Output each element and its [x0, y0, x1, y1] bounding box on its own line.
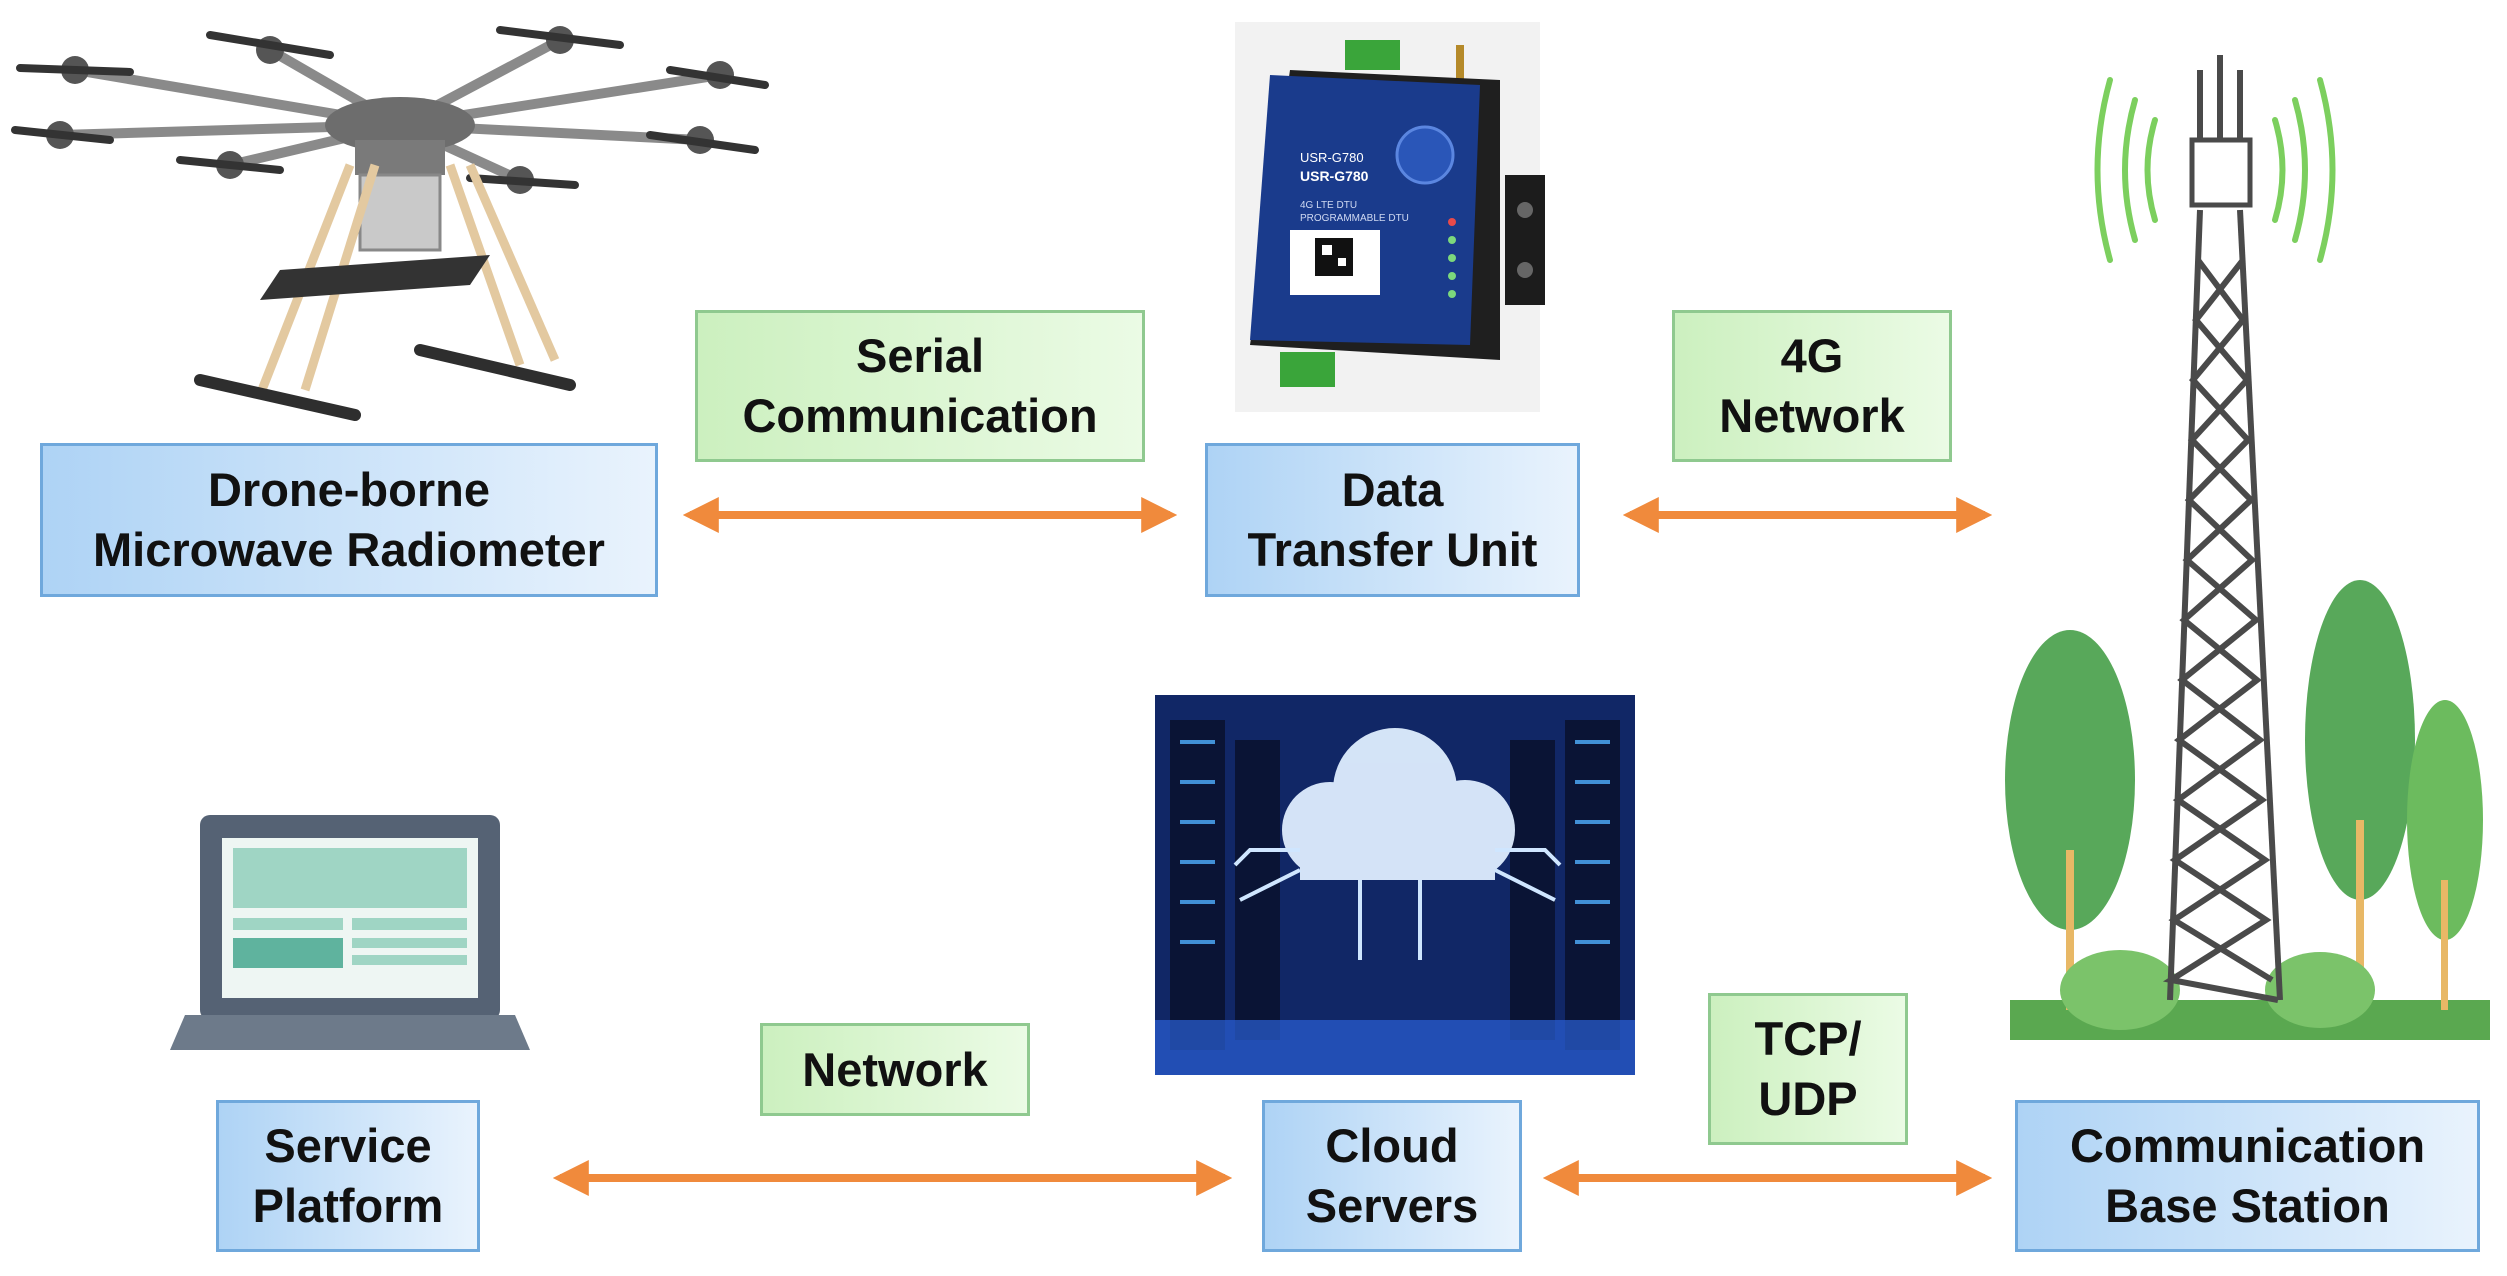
base-station-node: Communication Base Station: [2015, 1100, 2480, 1252]
dtu-model-text: USR-G780: [1300, 168, 1369, 184]
4g-network-label: 4G Network: [1672, 310, 1952, 462]
dtu-line2-text: PROGRAMMABLE DTU: [1300, 213, 1409, 224]
dtu-node: Data Transfer Unit: [1205, 443, 1580, 597]
dtu-brand-text: USR-G780: [1300, 150, 1364, 165]
radiometer-node: Drone-borne Microwave Radiometer: [40, 443, 658, 597]
drone-icon: [11, 26, 769, 421]
service-platform-node: Service Platform: [216, 1100, 480, 1252]
tcp-udp-label: TCP/ UDP: [1708, 993, 1908, 1145]
dtu-line1-text: 4G LTE DTU: [1300, 200, 1358, 211]
serial-communication-label: Serial Communication: [695, 310, 1145, 462]
dtu-device-icon: [1235, 22, 1545, 412]
cloud-servers-node: Cloud Servers: [1262, 1100, 1522, 1252]
network-label: Network: [760, 1023, 1030, 1116]
